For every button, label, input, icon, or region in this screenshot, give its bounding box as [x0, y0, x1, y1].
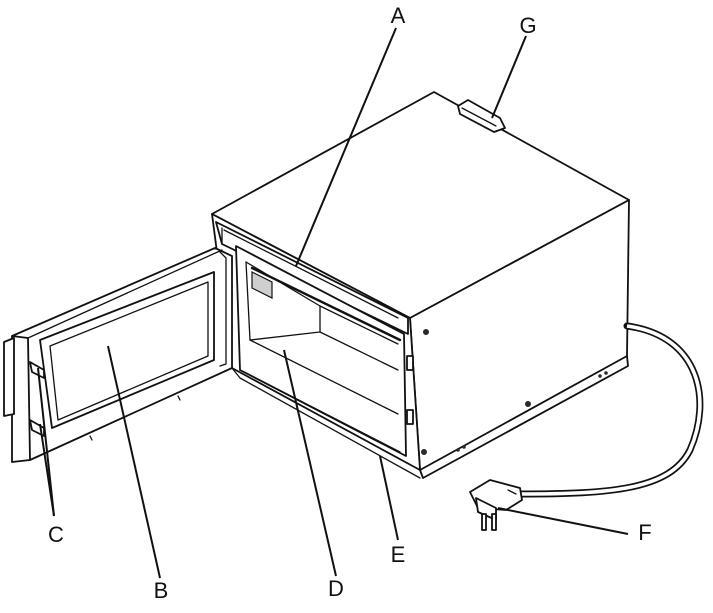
label-c: C: [48, 522, 64, 547]
front-frame-details: [406, 329, 608, 455]
leader-lines: [37, 27, 629, 579]
leader-g: [491, 35, 527, 119]
leader-c-right: [39, 423, 55, 517]
leader-d: [283, 349, 337, 577]
label-g: G: [519, 13, 536, 38]
power-cord: [516, 322, 704, 498]
leader-e: [379, 455, 399, 541]
label-f: F: [638, 520, 651, 545]
leader-b: [107, 345, 161, 579]
callout-labels: A G C B D E F: [48, 3, 652, 603]
label-e: E: [391, 542, 406, 567]
label-a: A: [391, 3, 406, 28]
oven-door: [3, 247, 233, 463]
leader-a: [295, 27, 397, 267]
oven-cavity: [235, 245, 407, 457]
power-plug-f: [469, 479, 523, 531]
rear-bracket-g: [457, 99, 506, 133]
control-panel-strip: [215, 221, 409, 335]
leader-f: [497, 507, 629, 535]
label-d: D: [328, 576, 344, 601]
leader-c-left: [37, 367, 55, 517]
label-b: B: [154, 578, 169, 603]
